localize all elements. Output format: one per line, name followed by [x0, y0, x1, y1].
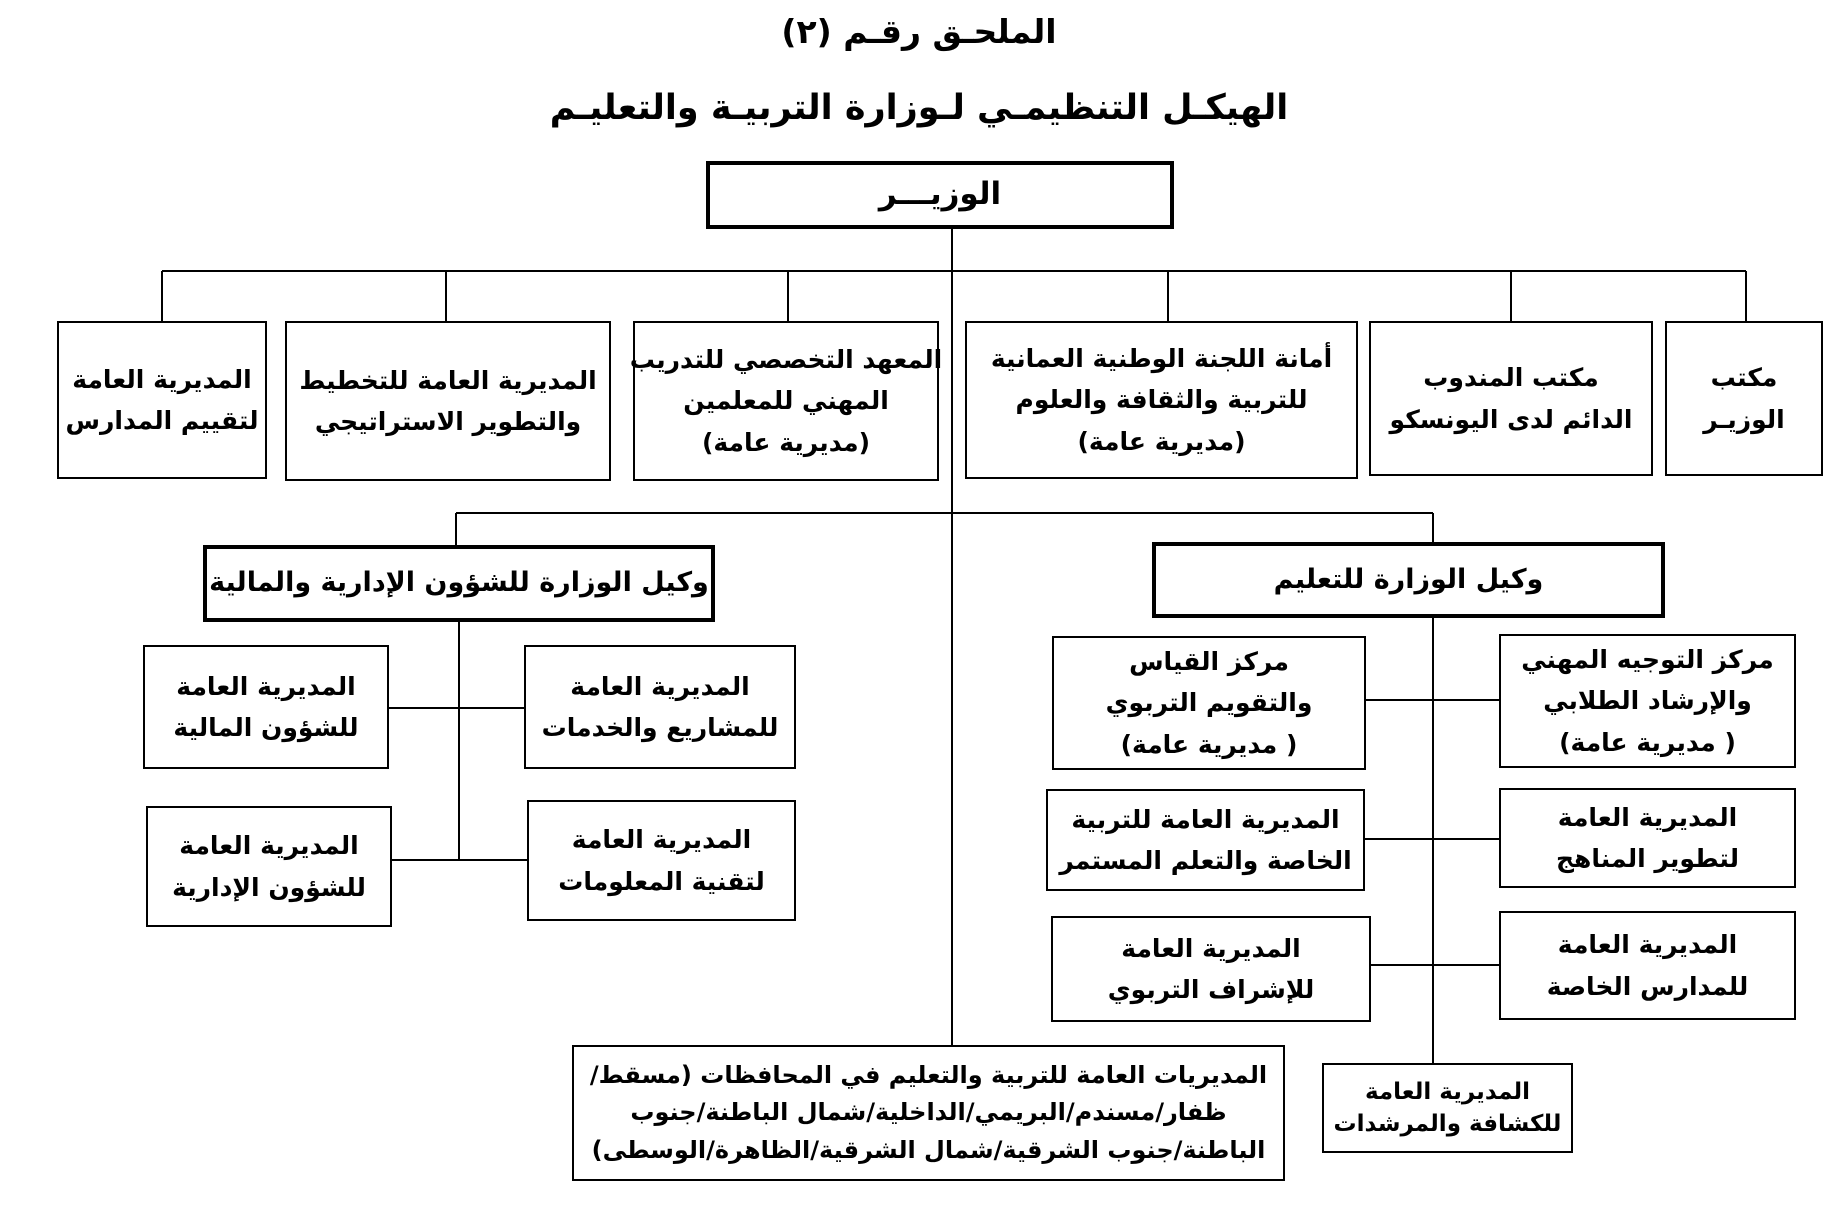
planning-directorate-box: المديرية العامة للتخطيط والتطوير الاسترا… — [285, 321, 611, 481]
national-commission-box: أمانة اللجنة الوطنية العمانية للتربية وا… — [965, 321, 1358, 479]
unesco-delegate-office-box: مكتب المندوب الدائم لدى اليونسكو — [1369, 321, 1653, 476]
school-evaluation-box: المديرية العامة لتقييم المدارس — [57, 321, 267, 479]
chart-title: الهيكـل التنظيمـي لـوزارة التربيـة والتع… — [549, 88, 1289, 128]
educational-supervision-directorate-box: المديرية العامة للإشراف التربوي — [1051, 916, 1371, 1022]
annex-title: الملحـق رقـم (٢) — [781, 12, 1057, 51]
career-guidance-center-box: مركز التوجيه المهني والإرشاد الطلابي ( م… — [1499, 634, 1796, 768]
minister-office-box: مكتب الوزيـر — [1665, 321, 1823, 476]
minister-box: الوزيـــر — [706, 161, 1174, 229]
private-schools-directorate-box: المديرية العامة للمدارس الخاصة — [1499, 911, 1796, 1020]
projects-services-directorate-box: المديرية العامة للمشاريع والخدمات — [524, 645, 796, 769]
special-education-directorate-box: المديرية العامة للتربية الخاصة والتعلم ا… — [1046, 789, 1365, 891]
admin-finance-undersecretary-box: وكيل الوزارة للشؤون الإدارية والمالية — [203, 545, 715, 622]
measurement-evaluation-center-box: مركز القياس والتقويم التربوي ( مديرية عا… — [1052, 636, 1366, 770]
information-technology-directorate-box: المديرية العامة لتقنية المعلومات — [527, 800, 796, 921]
teacher-institute-box: المعهد التخصصي للتدريب المهني للمعلمين (… — [630, 321, 942, 481]
financial-affairs-directorate-box: المديرية العامة للشؤون المالية — [143, 645, 389, 769]
minister-label: الوزيـــر — [878, 176, 1002, 213]
governorates-directorates-box: المديريات العامة للتربية والتعليم في الم… — [572, 1045, 1285, 1181]
education-undersecretary-box: وكيل الوزارة للتعليم — [1152, 542, 1665, 618]
curriculum-development-directorate-box: المديرية العامة لتطوير المناهج — [1499, 788, 1796, 888]
administrative-affairs-directorate-box: المديرية العامة للشؤون الإدارية — [146, 806, 392, 927]
scouts-guides-directorate-box: المديرية العامة للكشافة والمرشدات — [1322, 1063, 1573, 1153]
